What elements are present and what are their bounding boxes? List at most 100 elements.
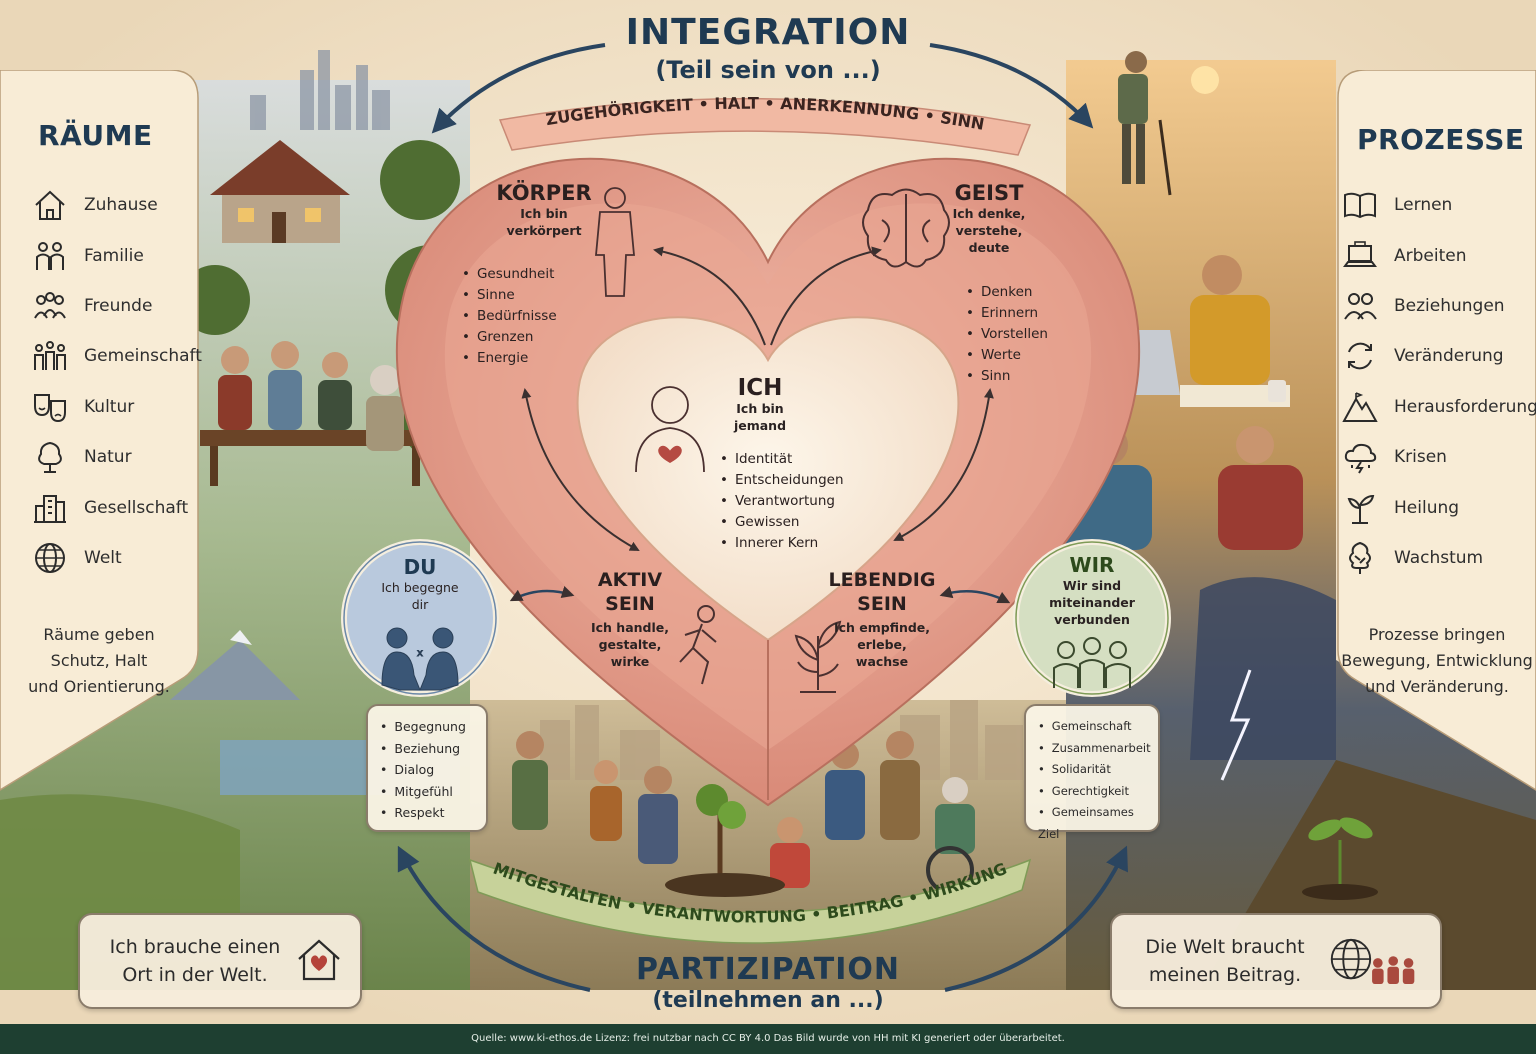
prozesse-note-line: Bewegung, Entwicklung xyxy=(1341,651,1533,670)
aktiv-sub: gestalte, xyxy=(598,637,662,652)
sprout-heart-icon xyxy=(794,620,842,693)
koerper-heading: KÖRPER Ich bin verkörpert xyxy=(486,181,602,239)
koerper-item: Energie xyxy=(462,348,557,369)
left-panel-shape xyxy=(0,70,199,791)
integration-arc-band xyxy=(498,97,1032,156)
buildings-icon xyxy=(34,494,66,523)
integration-arrow-right xyxy=(929,43,1094,129)
aktiv-title: SEIN xyxy=(605,593,655,615)
prozesse-item-label: Arbeiten xyxy=(1394,245,1467,266)
prozesse-item: Heilung xyxy=(1342,482,1536,532)
geist-item: Denken xyxy=(966,282,1048,303)
du-item: Respekt xyxy=(380,802,474,824)
svg-text:x: x xyxy=(417,648,423,659)
cycle-icon xyxy=(1348,343,1372,370)
prozesse-item-label: Herausforderungen xyxy=(1394,396,1536,417)
prozesse-item: Krisen xyxy=(1342,432,1536,482)
raeume-item: Gemeinschaft xyxy=(32,331,202,381)
du-box: Begegnung Beziehung Dialog Mitgefühl Res… xyxy=(366,704,488,832)
aktiv-sub: wirke xyxy=(610,654,650,669)
raeume-item: Zuhause xyxy=(32,180,202,230)
raeume-item-label: Freunde xyxy=(84,295,153,316)
raeume-item: Welt xyxy=(32,533,202,583)
prozesse-item: Veränderung xyxy=(1342,331,1536,381)
geist-item: Sinn xyxy=(966,366,1048,387)
lebendig-heading: LEBENDIG SEIN Ich empfinde, erlebe, wach… xyxy=(824,568,940,670)
koerper-title: KÖRPER xyxy=(496,181,592,205)
group-people-icon xyxy=(1053,637,1131,688)
prozesse-note-line: und Veränderung. xyxy=(1365,677,1509,696)
prozesse-item-label: Krisen xyxy=(1394,447,1447,468)
sprout-icon xyxy=(1347,494,1375,524)
du-list: Begegnung Beziehung Dialog Mitgefühl Res… xyxy=(368,706,486,834)
geist-sub: verstehe, xyxy=(955,223,1023,238)
aktiv-title: AKTIV xyxy=(597,569,663,591)
wir-sub: verbunden xyxy=(1054,612,1130,627)
koerper-sub: Ich bin xyxy=(520,206,568,221)
geist-item: Vorstellen xyxy=(966,324,1048,345)
raeume-title: RÄUME xyxy=(38,119,153,152)
wir-item: Gemeinschaft xyxy=(1038,716,1146,738)
lebendig-sub: wachse xyxy=(855,654,909,669)
person-heart-icon xyxy=(635,386,705,473)
partizipation-title: PARTIZIPATION xyxy=(635,952,901,987)
credit-bar: Quelle: www.ki-ethos.de Lizenz: frei nut… xyxy=(0,1024,1536,1054)
du-title: DU xyxy=(403,555,437,579)
wir-box: Gemeinschaft Zusammenarbeit Solidarität … xyxy=(1024,704,1160,841)
ich-item: Entscheidungen xyxy=(720,470,844,491)
ich-sub: jemand xyxy=(733,418,787,433)
world-needs-text: Die Welt braucht meinen Beitrag. xyxy=(1130,933,1320,989)
integration-arrow-left xyxy=(431,43,606,134)
raeume-list: Zuhause Familie Freunde Gemeinschaft Kul… xyxy=(32,180,202,583)
ich-item: Identität xyxy=(720,449,844,470)
du-item: Dialog xyxy=(380,759,474,781)
koerper-item: Gesundheit xyxy=(462,264,557,285)
prozesse-list: Lernen Arbeiten Beziehungen Veränderung … xyxy=(1342,180,1536,583)
koerper-list: Gesundheit Sinne Bedürfnisse Grenzen Ene… xyxy=(462,264,557,369)
ich-title: ICH xyxy=(737,375,783,401)
geist-list: Denken Erinnern Vorstellen Werte Sinn xyxy=(966,282,1048,387)
du-sub: dir xyxy=(411,597,429,612)
lebendig-sub: erlebe, xyxy=(857,637,907,652)
prozesse-item-label: Beziehungen xyxy=(1394,295,1505,316)
geist-sub: Ich denke, xyxy=(952,206,1026,221)
raeume-item: Gesellschaft xyxy=(32,482,202,532)
raeume-item: Familie xyxy=(32,230,202,280)
raeume-item-label: Natur xyxy=(84,447,132,468)
partizipation-arrow-left xyxy=(397,845,591,992)
aktiv-heading: AKTIV SEIN Ich handle, gestalte, wirke xyxy=(580,568,680,670)
raeume-item-label: Familie xyxy=(84,245,144,266)
geist-sub: deute xyxy=(968,240,1010,255)
raeume-item-label: Gesellschaft xyxy=(84,497,189,518)
lebendig-title: SEIN xyxy=(857,593,907,615)
prozesse-item-label: Veränderung xyxy=(1394,346,1504,367)
two-people-icon: x xyxy=(381,627,459,691)
prozesse-item: Arbeiten xyxy=(1342,230,1536,280)
tree-growth-icon xyxy=(1349,541,1371,574)
wir-heading: WIR Wir sind miteinander verbunden xyxy=(1042,553,1142,628)
place-in-world-card: Ich brauche einen Ort in der Welt. xyxy=(78,913,362,1009)
place-in-world-line: Ort in der Welt. xyxy=(122,964,268,986)
partizipation-subtitle: (teilnehmen an ...) xyxy=(652,988,884,1013)
raeume-note-line: und Orientierung. xyxy=(28,677,170,696)
heart-diagram: ZUGEHÖRIGKEIT • HALT • ANERKENNUNG • SIN… xyxy=(341,43,1171,992)
place-in-world-line: Ich brauche einen xyxy=(109,936,281,958)
place-in-world-text: Ich brauche einen Ort in der Welt. xyxy=(100,933,290,989)
world-needs-line: meinen Beitrag. xyxy=(1148,964,1302,986)
prozesse-item: Lernen xyxy=(1342,180,1536,230)
integration-subtitle: (Teil sein von ...) xyxy=(655,56,881,84)
family-icon xyxy=(36,241,64,270)
integration-title: INTEGRATION xyxy=(625,12,911,53)
ich-item: Innerer Kern xyxy=(720,533,844,554)
storm-cloud-icon xyxy=(1344,444,1377,474)
geist-item: Erinnern xyxy=(966,303,1048,324)
du-item: Beziehung xyxy=(380,738,474,760)
geist-title: GEIST xyxy=(954,181,1024,205)
prozesse-note: Prozesse bringen Bewegung, Entwicklung u… xyxy=(1338,622,1536,700)
partizipation-arc-band xyxy=(468,858,1032,944)
house-icon xyxy=(35,190,65,221)
right-panel-shape xyxy=(1337,70,1536,791)
ich-item: Gewissen xyxy=(720,512,844,533)
laptop-icon xyxy=(1343,240,1377,267)
